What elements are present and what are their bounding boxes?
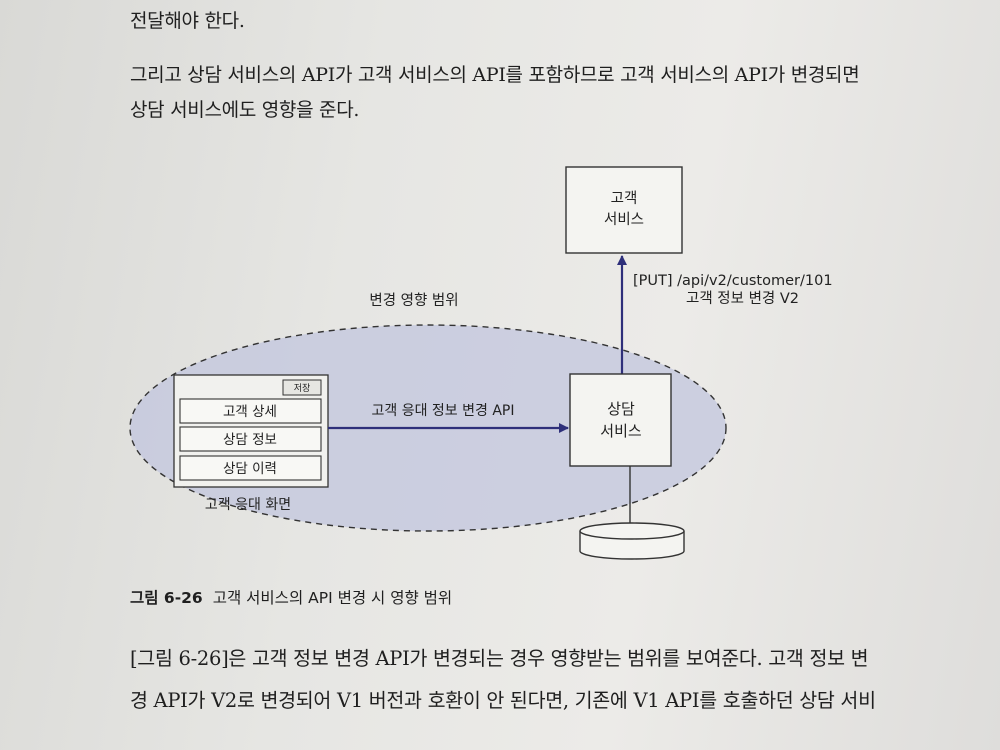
- customer-service-label-1: 고객: [611, 190, 638, 207]
- screen-label: 고객 응대 화면: [205, 497, 291, 513]
- api-label-line-1: [PUT] /api/v2/customer/101: [633, 273, 833, 289]
- caption-title: 고객 서비스의 API 변경 시 영향 범위: [212, 589, 453, 607]
- screen-row-label: 상담 정보: [223, 432, 277, 448]
- paragraph-bottom-line-2: 경 API가 V2로 변경되어 V1 버전과 호환이 안 된다면, 기존에 V1…: [130, 689, 876, 712]
- paragraph-bottom-line-1: [그림 6-26]은 고객 정보 변경 API가 변경되는 경우 영향받는 범위…: [130, 647, 869, 670]
- consult-service-label-2: 서비스: [600, 422, 642, 440]
- consult-service-label-1: 상담: [607, 400, 635, 418]
- screen-row-consult-history: [179, 455, 322, 481]
- consult-service-box: [569, 373, 672, 467]
- database-icon: [579, 522, 685, 560]
- screen-row-customer-detail: [179, 398, 322, 424]
- save-button-label: 저장: [294, 383, 311, 394]
- screen-row-label: 고객 상세: [223, 404, 277, 420]
- impact-scope-label: 변경 영향 범위: [369, 292, 458, 309]
- figure-caption: 그림 6-26 고객 서비스의 API 변경 시 영향 범위: [130, 586, 452, 608]
- screen-row-label: 상담 이력: [223, 461, 277, 477]
- paragraph-second: 그리고 상담 서비스의 API가 고객 서비스의 API를 포함하므로 고객 서…: [130, 58, 860, 128]
- paragraph-second-line-2: 상담 서비스에도 영향을 준다.: [130, 99, 360, 121]
- customer-service-label-2: 서비스: [604, 211, 644, 228]
- save-button: [282, 379, 322, 396]
- customer-service-box: [565, 166, 683, 254]
- paragraph-second-line-1: 그리고 상담 서비스의 API가 고객 서비스의 API를 포함하므로 고객 서…: [130, 64, 860, 86]
- arrow-label: 고객 응대 정보 변경 API: [372, 403, 515, 419]
- screen-row-consult-info: [179, 426, 322, 452]
- caption-number: 그림 6-26: [130, 589, 203, 607]
- api-label-line-2: 고객 정보 변경 V2: [686, 290, 799, 307]
- paragraph-bottom: [그림 6-26]은 고객 정보 변경 API가 변경되는 경우 영향받는 범위…: [130, 638, 876, 722]
- paragraph-top-line: 전달해야 한다.: [130, 10, 245, 32]
